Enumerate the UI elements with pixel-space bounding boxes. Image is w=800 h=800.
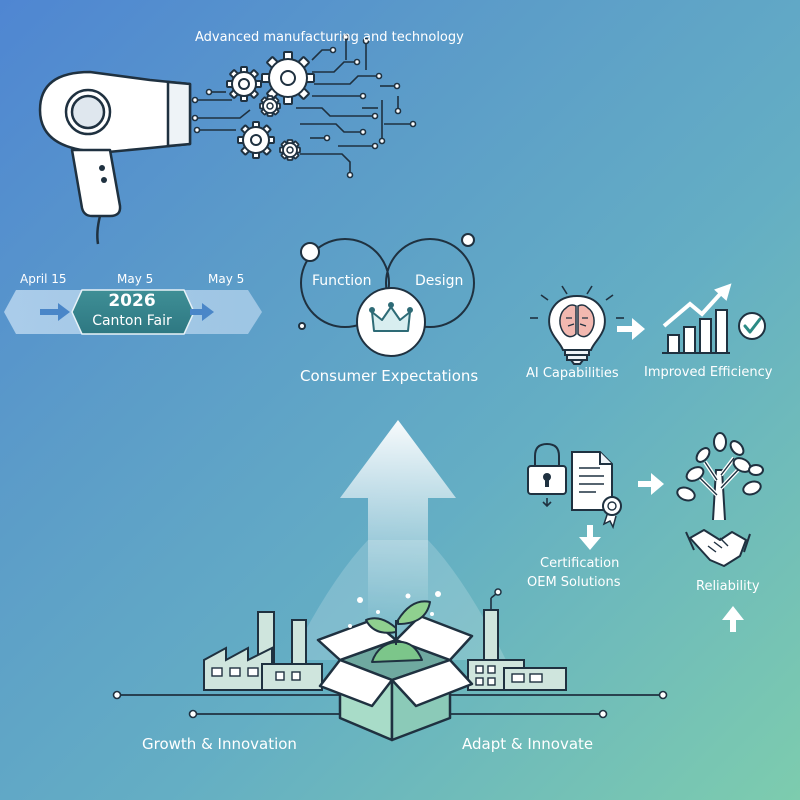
timeline-start-date: April 15: [20, 272, 67, 286]
gear-icon-medium: [226, 66, 262, 102]
gear-icon-small: [259, 95, 281, 117]
timeline-year: 2026: [108, 291, 156, 311]
gear-icon-large: [261, 51, 315, 105]
oem-solutions-label: OEM Solutions: [527, 575, 621, 590]
arrow-up-icon: [722, 606, 744, 632]
factory-left-icon: [203, 611, 323, 691]
header-title: Advanced manufacturing and technology: [195, 30, 464, 45]
crown-icon: [369, 302, 413, 332]
padlock-icon: [527, 442, 567, 508]
timeline-center-date: May 5: [117, 272, 154, 286]
arrow-right-icon: [638, 473, 664, 495]
sparkle-dots-icon: [348, 591, 441, 628]
ai-capabilities-label: AI Capabilities: [526, 366, 619, 381]
growth-chart-icon: [662, 283, 732, 354]
timeline-event: Canton Fair: [92, 313, 172, 329]
growth-innovation-label: Growth & Innovation: [142, 735, 297, 753]
open-box-icon: [316, 614, 474, 742]
venn-caption: Consumer Expectations: [300, 367, 479, 385]
checkmark-badge-icon: [738, 312, 766, 340]
factory-right-icon: [467, 588, 567, 691]
circuit-lines-icon: [191, 33, 417, 179]
certificate-document-icon: [571, 451, 622, 530]
handshake-icon: [685, 529, 751, 567]
gear-icon-bottom: [237, 121, 275, 159]
arrow-right-icon: [617, 318, 645, 340]
arrow-down-icon: [579, 525, 601, 550]
adapt-innovate-label: Adapt & Innovate: [462, 735, 594, 753]
timeline-ribbon: [4, 289, 262, 335]
growth-tree-icon: [676, 432, 764, 521]
timeline-arrow-left-icon: [40, 303, 70, 321]
timeline-end-date: May 5: [208, 272, 245, 286]
certification-label: Certification: [540, 556, 620, 571]
hair-dryer-icon: [38, 70, 192, 245]
gear-icon-tiny: [279, 139, 301, 161]
reliability-label: Reliability: [696, 579, 760, 594]
venn-right-label: Design: [415, 273, 464, 289]
venn-left-label: Function: [312, 273, 372, 289]
venn-diagram: [298, 233, 475, 357]
timeline-arrow-right-icon: [190, 303, 214, 321]
ai-brain-bulb-icon: [530, 285, 624, 365]
plant-sprout-icon: [365, 600, 431, 663]
improved-efficiency-label: Improved Efficiency: [644, 365, 773, 380]
ground-line-nodes: [112, 690, 668, 719]
